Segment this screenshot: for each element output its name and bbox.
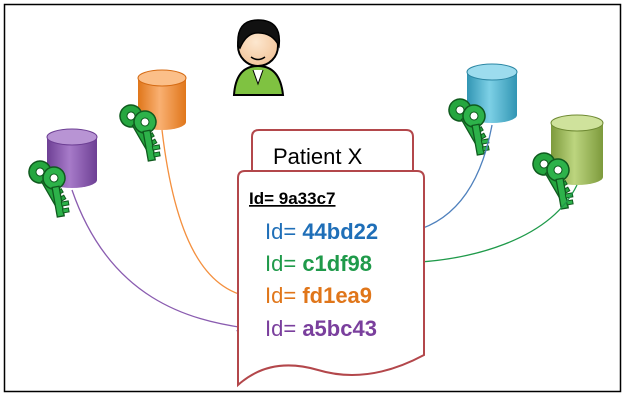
linked-id-value: 44bd22 [302,219,378,244]
arrow-purple [71,189,245,328]
linked-id-prefix: Id= [265,219,302,244]
linked-id-value: c1df98 [302,251,372,276]
linked-id-prefix: Id= [265,316,302,341]
linked-id-prefix: Id= [265,251,302,276]
linked-id-orange: Id= fd1ea9 [265,283,372,308]
patient-document [237,129,425,388]
linked-id-prefix: Id= [265,283,302,308]
linked-id-value: fd1ea9 [302,283,372,308]
linked-id-value: a5bc43 [302,316,377,341]
linked-id-purple: Id= a5bc43 [265,316,377,341]
person-icon [232,19,285,96]
document-title: Patient X [273,144,363,169]
arrow-orange [161,129,251,297]
document-main-id: Id= 9a33c7 [249,189,336,208]
linked-id-green: Id= c1df98 [265,251,372,276]
linked-id-blue: Id= 44bd22 [265,219,378,244]
